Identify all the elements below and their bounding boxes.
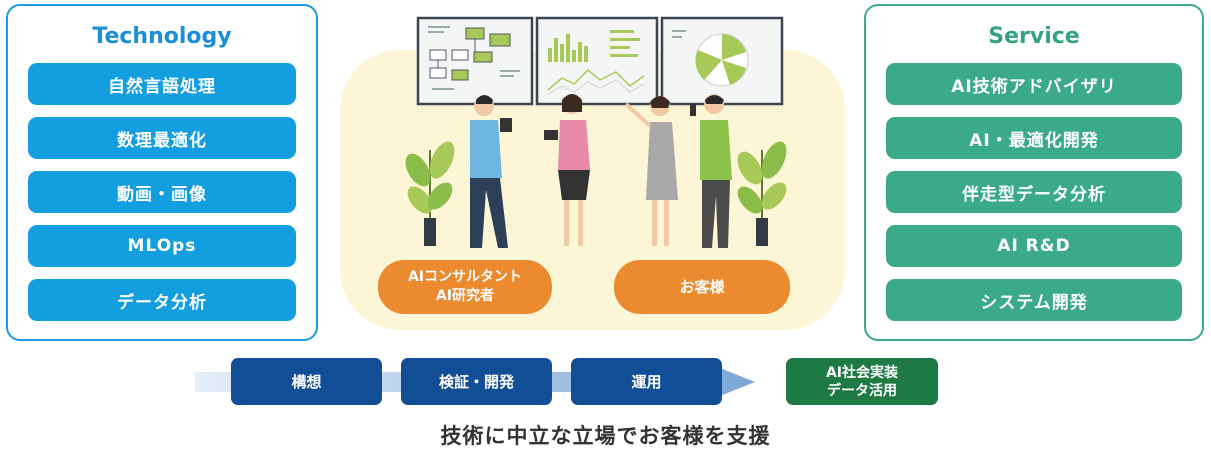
service-title: Service: [988, 24, 1080, 49]
final-label-1: AI社会実装: [825, 364, 899, 381]
plant-left-icon: [405, 141, 455, 246]
technology-panel: Technology 自然言語処理 数理最適化 動画・画像 MLOps データ分…: [6, 4, 318, 341]
customer-label: お客様: [679, 277, 725, 296]
researcher-label: AI研究者: [435, 288, 495, 304]
consultant-label: AIコンサルタント: [407, 269, 523, 285]
technology-title: Technology: [92, 24, 232, 49]
bar-chart-screen-icon: [535, 16, 659, 106]
step-verify-develop: 検証・開発: [401, 358, 552, 405]
bottom-caption: 技術に中立な立場でお客様を支援: [440, 424, 771, 448]
pie-chart-screen-icon: [660, 16, 784, 106]
step-ai-implementation: AI社会実装 データ活用: [786, 358, 938, 405]
plant-right-icon: [737, 141, 787, 246]
service-panel: Service AI技術アドバイザリ AI・最適化開発 伴走型データ分析 AI …: [864, 4, 1204, 341]
tech-item-data-analysis: データ分析: [28, 279, 296, 321]
step-concept: 構想: [231, 358, 382, 405]
tech-item-optimization: 数理最適化: [28, 117, 296, 159]
service-item-system-development: システム開発: [886, 279, 1182, 321]
service-item-data-analysis: 伴走型データ分析: [886, 171, 1182, 213]
service-item-rnd: AI R&D: [886, 225, 1182, 267]
consultant-pill: AIコンサルタント AI研究者: [378, 260, 552, 314]
final-label-2: データ活用: [827, 382, 897, 399]
consultant-man-figure: [470, 95, 512, 248]
tech-item-nlp: 自然言語処理: [28, 63, 296, 105]
customer-pill: お客様: [614, 260, 790, 314]
researcher-woman-figure: [544, 94, 590, 246]
flowchart-screen-icon: [416, 16, 534, 106]
customer-man-figure: [690, 94, 732, 248]
step-operation: 運用: [571, 358, 722, 405]
tech-item-mlops: MLOps: [28, 225, 296, 267]
customer-woman-figure: [624, 96, 678, 246]
service-item-ai-development: AI・最適化開発: [886, 117, 1182, 159]
service-item-advisory: AI技術アドバイザリ: [886, 63, 1182, 105]
tech-item-video-image: 動画・画像: [28, 171, 296, 213]
